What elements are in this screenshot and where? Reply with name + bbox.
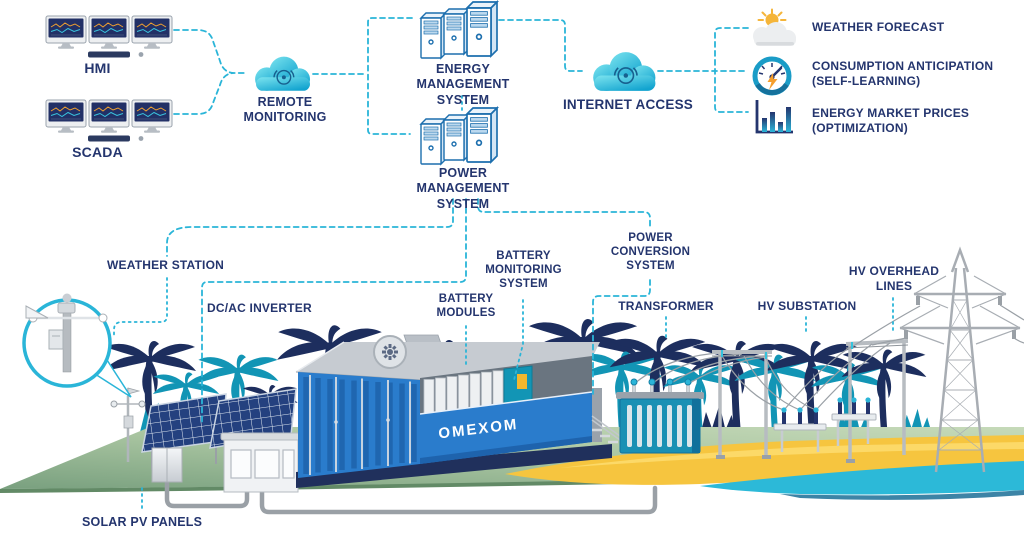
label-internet-access: INTERNET ACCESS: [562, 97, 693, 112]
consumption-gauge-icon: [752, 56, 792, 96]
dc-ac-inverter-art: [220, 432, 302, 493]
weather-forecast-icon: [753, 8, 796, 46]
label-weather-station: WEATHER STATION: [107, 258, 224, 272]
market-prices-chart-icon: [755, 100, 793, 134]
solar-panel: [141, 393, 227, 453]
label-weather-forecast: WEATHER FORECAST: [812, 20, 945, 34]
label-dc-ac-inverter: DC/AC INVERTER: [207, 301, 312, 315]
connector-pms-pcs: [477, 198, 651, 229]
connector-pcs-down: [592, 279, 651, 395]
magnified-weather-instrument: [25, 293, 108, 373]
connector-ems-internet: [498, 19, 583, 72]
label-power-conversion-system: POWER CONVERSION SYSTEM: [610, 232, 691, 273]
label-consumption-anticipation: CONSUMPTION ANTICIPATION (SELF-LEARNING): [812, 59, 1022, 88]
underground-cables: [164, 479, 658, 515]
label-battery-modules: BATTERY MODULES: [436, 293, 496, 320]
connector-internet-bracket: [714, 27, 749, 113]
hv-substation-art: [712, 305, 921, 463]
roof-fan: [373, 335, 407, 369]
connector-hmi-remote: [173, 29, 247, 74]
label-consumption-anticipation-sub: (SELF-LEARNING): [812, 73, 921, 88]
label-consumption-anticipation-main: CONSUMPTION ANTICIPATION: [812, 59, 994, 73]
label-transformer: TRANSFORMER: [618, 299, 714, 313]
label-solar-pv-panels: SOLAR PV PANELS: [82, 515, 203, 529]
stairs: [591, 415, 621, 444]
connector-bms-down: [513, 299, 524, 381]
connector-scada-remote: [173, 72, 234, 115]
solar-array-art: [141, 388, 302, 493]
container-building: [295, 334, 621, 488]
connector-pms-inverter: [201, 198, 467, 425]
label-remote-monitoring: REMOTE MONITORING: [243, 95, 327, 125]
connectors: [113, 17, 894, 513]
label-battery-monitoring-system: BATTERY MONITORING SYSTEM: [485, 250, 562, 291]
label-hmi: HMI: [84, 60, 111, 76]
disconnect-switches: [773, 397, 877, 452]
connector-ems-pms-bracket: [367, 17, 413, 135]
label-energy-market-prices-main: ENERGY MARKET PRICES: [812, 106, 970, 120]
label-energy-management-system: ENERGY MANAGEMENT SYSTEM: [416, 62, 510, 107]
connector-weather-station-down: [113, 277, 168, 336]
container-front-wall: [298, 372, 420, 478]
energy-management-servers-icon: [421, 2, 497, 58]
weather-station-art: [22, 293, 146, 462]
label-hv-substation: HV SUBSTATION: [757, 299, 857, 313]
remote-monitoring-cloud-icon: [254, 55, 311, 92]
label-power-management-system: POWER MANAGEMENT SYSTEM: [416, 166, 510, 211]
battery-cabinets: [423, 370, 504, 420]
label-scada: SCADA: [72, 144, 123, 160]
beach-water: [700, 461, 1024, 495]
label-energy-market-prices-sub: (OPTIMIZATION): [812, 120, 908, 135]
power-management-servers-icon: [421, 108, 497, 164]
label-energy-market-prices: ENERGY MARKET PRICES (OPTIMIZATION): [812, 106, 1022, 135]
label-hv-overhead-lines: HV OVERHEAD LINES: [848, 264, 940, 293]
hmi-monitors-icon: [46, 16, 172, 58]
scada-monitors-icon: [46, 100, 172, 142]
hv-tower-art: [899, 246, 1024, 473]
internet-access-cloud-icon: [592, 51, 657, 92]
